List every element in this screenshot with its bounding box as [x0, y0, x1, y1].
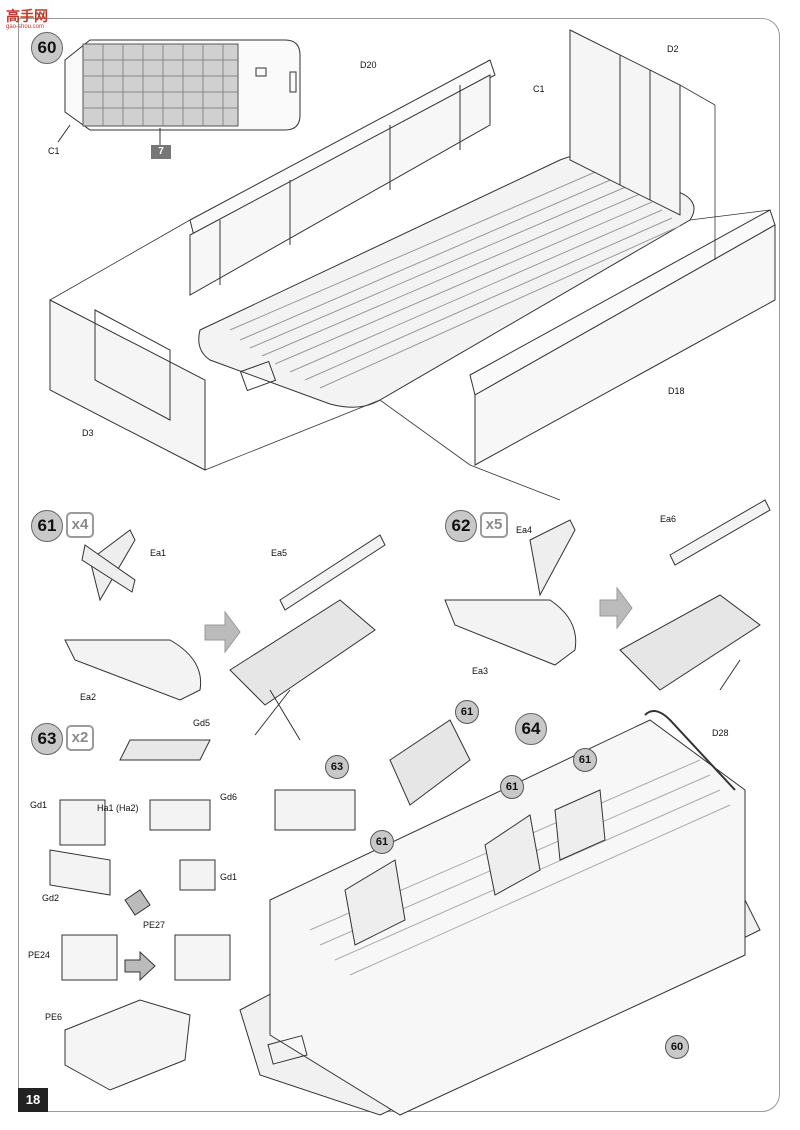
- step-62-badge: 62: [445, 510, 477, 542]
- step60-reference-plan: [57, 39, 301, 145]
- part-label-gd1-right: Gd1: [220, 872, 238, 882]
- step60-floor-assembly: [49, 29, 776, 501]
- part-label-pe24: PE24: [28, 950, 51, 960]
- part-label-c1-top: C1: [48, 146, 60, 156]
- part-label-d18: D18: [668, 386, 685, 396]
- part-label-d20: D20: [360, 60, 377, 70]
- step-60-badge: 60: [31, 32, 63, 64]
- step64-assembly: [239, 710, 761, 1116]
- step-62-multiplier: x5: [480, 512, 508, 538]
- step63-box: [49, 739, 231, 1091]
- reference-box: 7: [151, 145, 171, 159]
- step-64-badge: 64: [515, 713, 547, 745]
- part-label-ea6: Ea6: [660, 514, 677, 524]
- part-label-ea2: Ea2: [80, 692, 97, 702]
- part-label-ea3: Ea3: [472, 666, 489, 676]
- part-label-d28: D28: [712, 728, 729, 738]
- part-label-d2: D2: [667, 44, 679, 54]
- callout-61-d: 61: [370, 830, 394, 854]
- part-label-gd2: Gd2: [42, 893, 60, 903]
- callout-61-b: 61: [500, 775, 524, 799]
- site-logo: 高手网: [6, 8, 48, 24]
- callout-61-c: 61: [573, 748, 597, 772]
- part-label-gd6: Gd6: [220, 792, 238, 802]
- step-63-badge: 63: [31, 723, 63, 755]
- page-number: 18: [18, 1088, 48, 1112]
- part-label-gd5: Gd5: [193, 718, 211, 728]
- callout-60: 60: [665, 1035, 689, 1059]
- step61-bench: [64, 529, 386, 741]
- part-label-d3: D3: [82, 428, 94, 438]
- part-label-gd1-left: Gd1: [30, 800, 48, 810]
- callout-63: 63: [325, 755, 349, 779]
- part-label-pe6: PE6: [45, 1012, 63, 1022]
- part-label-c1-main: C1: [533, 84, 545, 94]
- step62-bench: [444, 499, 771, 691]
- callout-61-a: 61: [455, 700, 479, 724]
- part-label-ea4: Ea4: [516, 525, 533, 535]
- part-label-pe27: PE27: [143, 920, 166, 930]
- part-label-ea1: Ea1: [150, 548, 167, 558]
- part-label-ha1: Ha1 (Ha2): [97, 803, 139, 813]
- step-61-multiplier: x4: [66, 512, 94, 538]
- part-label-ea5: Ea5: [271, 548, 288, 558]
- site-logo-sub: gao-shou.com: [6, 24, 45, 30]
- step-61-badge: 61: [31, 510, 63, 542]
- step-63-multiplier: x2: [66, 725, 94, 751]
